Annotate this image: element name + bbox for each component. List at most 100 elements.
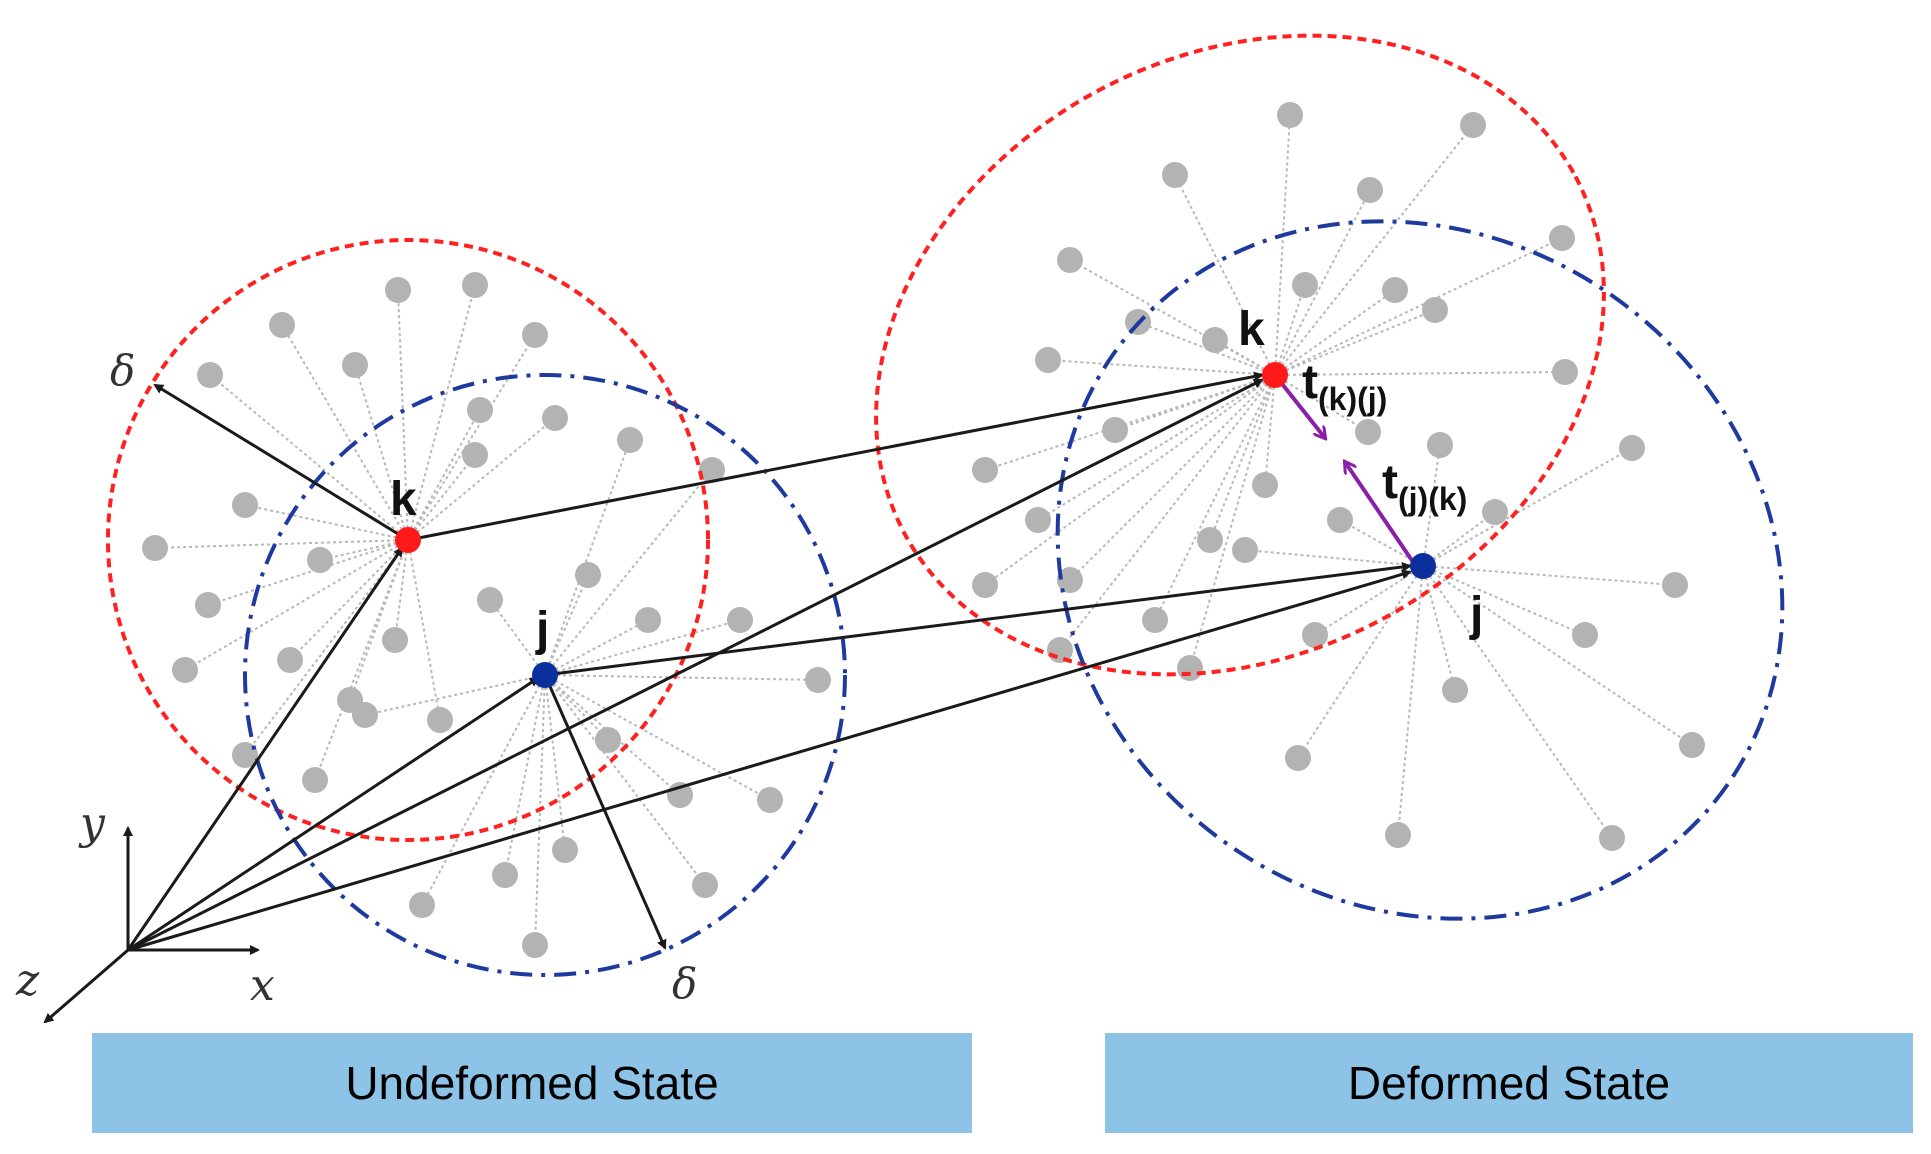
neighbor-point [1197,527,1223,553]
bonds-undeformed-j [364,439,819,946]
neighbor-point [477,587,503,613]
bond-line [407,284,476,541]
neighbor-point [692,872,718,898]
bond-line [244,504,409,541]
neighbor-point [427,707,453,733]
neighbor-point [1460,112,1486,138]
neighbor-point [1385,822,1411,848]
point-k-undeformed [395,527,421,553]
axis-label-y: y [78,798,106,849]
neighbor-point [1177,655,1203,681]
bond-line [1274,309,1436,376]
bonds-undeformed-k [154,284,556,781]
neighbor-point [1549,225,1575,251]
neighbor-point [1619,435,1645,461]
bond-line [984,374,1276,586]
bond-line [184,539,409,671]
horizon-deformed-j [1055,219,1785,921]
neighbor-point [1662,572,1688,598]
horizon-label-delta-k: δ [110,346,135,395]
neighbor-point [277,647,303,673]
neighbor-point [595,727,621,753]
bond-line [1297,565,1424,759]
neighbor-point [727,607,753,633]
bond-line [1047,359,1276,376]
neighbor-point [575,562,601,588]
bond-line [289,539,409,661]
bond-line [1189,374,1276,669]
neighbor-point [1427,432,1453,458]
bond-line [154,539,409,549]
bond-line [1174,174,1276,376]
label-k-undeformed: k [390,473,417,526]
neighbor-point [1252,472,1278,498]
neighbor-point [552,837,578,863]
neighbor-point [342,352,368,378]
horizon-label-delta-j: δ [672,959,697,1008]
neighbor-point [1202,327,1228,353]
bond-line [1274,284,1306,376]
undeformed-state-label: Undeformed State [92,1033,972,1133]
bond-line [1422,565,1693,746]
bond-line [1264,374,1276,486]
bond-line [544,619,649,676]
bond-line [349,539,409,701]
neighbor-point [269,312,295,338]
force-arrows [1273,373,1415,564]
bond-line [1422,565,1586,636]
neighbor-point [1599,825,1625,851]
bond-line [1422,565,1613,839]
neighbor-point [1162,162,1188,188]
bond-line [1059,374,1276,651]
bond-line [544,469,713,676]
neighbor-point [972,457,998,483]
bond-line [544,674,771,801]
bond-line [244,539,409,756]
label-j-undeformed: j [535,603,549,656]
neighbor-point [635,607,661,633]
horizon-undeformed-j [243,373,847,977]
bond-line [407,454,476,541]
neighbor-point [757,787,783,813]
horizon-undeformed-k [106,238,710,842]
bond-line [1069,374,1276,581]
deformed-state-label: Deformed State [1105,1033,1913,1133]
bonds-deformed-j [1244,444,1693,839]
bond-line [544,574,589,676]
neighbor-point [492,862,518,888]
neighbor-point [1327,507,1353,533]
bond-line [544,674,706,886]
point-j-undeformed [532,662,558,688]
neighbor-point [1292,272,1318,298]
axis-label-z: z [15,955,40,1006]
bond-line [354,364,409,541]
neighbor-point [462,442,488,468]
bond-line [1422,447,1633,567]
neighbor-point [1025,507,1051,533]
neighbor-point [467,397,493,423]
bond-line [544,439,631,676]
neighbor-point [307,547,333,573]
neighbor-point [1552,359,1578,385]
position-vectors [126,371,1412,952]
neighbor-point [197,362,223,388]
bond-line [1274,114,1291,376]
bond-line [1274,374,1369,433]
bond-line [1274,124,1474,376]
neighbor-point [1422,297,1448,323]
bond-line [1339,519,1424,567]
bond-line [407,539,441,721]
neighbor-point [542,405,568,431]
neighbor-point [232,492,258,518]
neighbor-point [1232,537,1258,563]
neighbor-point [1142,607,1168,633]
neighbor-point [1482,499,1508,525]
bond-line [207,539,409,606]
neighbor-point [302,767,328,793]
neighbor-point [1355,419,1381,445]
neighbor-point [1102,417,1128,443]
neighbor-points [142,102,1705,958]
neighbor-point [617,427,643,453]
coordinate-axes [43,826,260,1024]
